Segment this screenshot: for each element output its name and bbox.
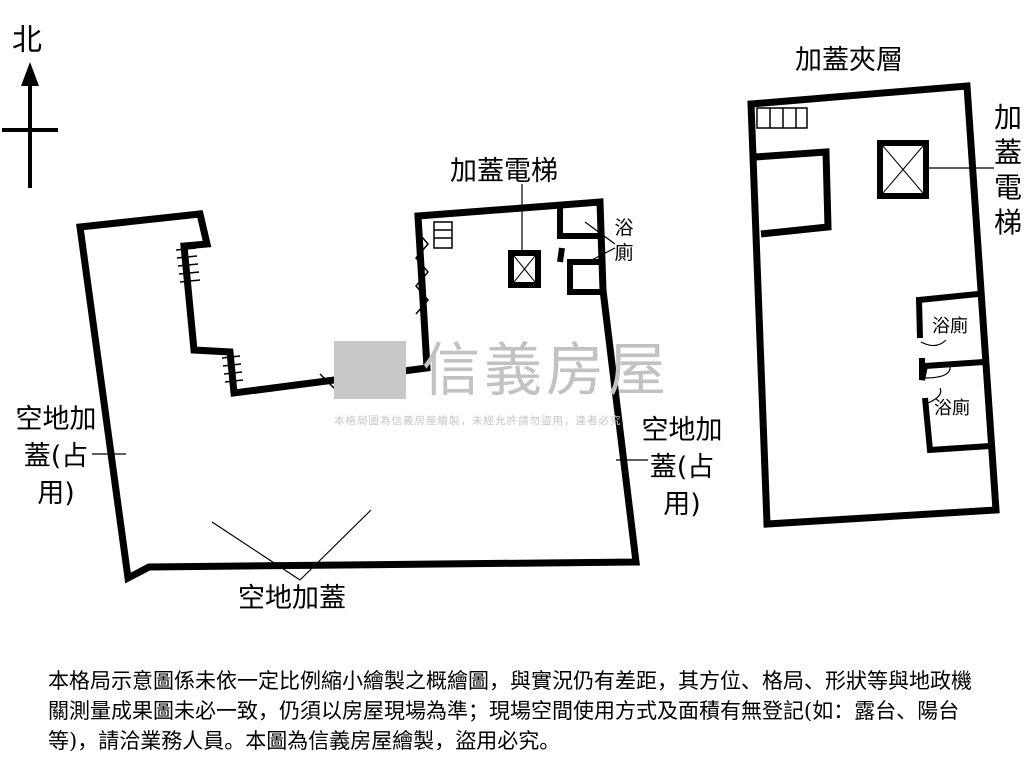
label-bottom-empty-land: 空地加蓋 [238, 583, 346, 614]
watermark: 信義房屋 本格局圖為信義房屋繪製，未經允許請勿盜用，違者必究 [334, 339, 694, 429]
mezzanine-stair-marks [756, 107, 808, 129]
label-mezzanine-title: 加蓋夾層 [795, 45, 903, 76]
elevator-shaft-main [508, 184, 541, 288]
label-bath-main: 浴廁 [614, 217, 634, 264]
north-arrow-icon [2, 62, 58, 188]
brand-logo-icon [334, 341, 406, 399]
label-bath-mezzanine-2: 浴廁 [934, 398, 970, 419]
north-label: 北 [12, 23, 42, 58]
disclaimer-text: 本格局示意圖係未依一定比例縮小繪製之概繪圖，與實況仍有差距，其方位、格局、形狀等… [48, 669, 972, 753]
bath-rooms-main [557, 205, 603, 295]
watermark-brand: 信義房屋 [422, 336, 671, 404]
elevator-shaft-mezzanine [877, 140, 994, 199]
label-bath-mezzanine-1: 浴廁 [932, 316, 968, 337]
label-right-empty-land: 空地加蓋(占用) [641, 415, 723, 520]
label-elevator-main: 加蓋電梯 [450, 156, 558, 187]
mezzanine-outline [747, 82, 1000, 528]
watermark-subtext: 本格局圖為信義房屋繪製，未經允許請勿盜用，違者必究 [334, 415, 622, 427]
label-elevator-mezzanine: 加蓋電梯 [993, 101, 1022, 239]
label-left-empty-land: 空地加蓋(占用) [15, 404, 97, 509]
bath-rooms-mezzanine [915, 291, 991, 454]
main-floor-outline [76, 198, 640, 584]
